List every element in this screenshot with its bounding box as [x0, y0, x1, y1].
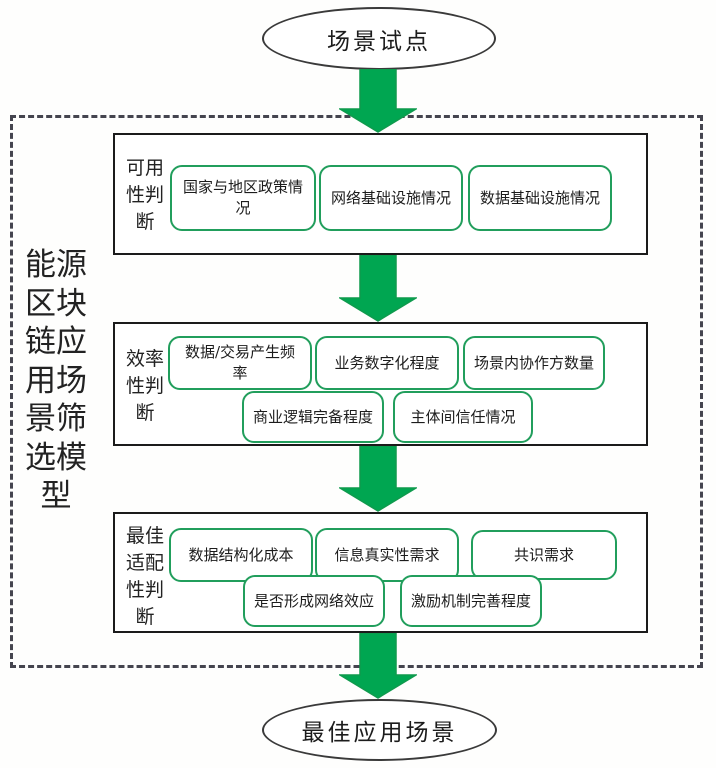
- stage-efficiency-label: 效率性判断: [125, 348, 164, 424]
- factor-chip: 商业逻辑完备程度: [242, 391, 384, 443]
- factor-chip: 网络基础设施情况: [319, 165, 463, 231]
- end-node-label: 最佳应用场景: [301, 720, 458, 746]
- factor-chip: 数据/交易产生频率: [168, 336, 312, 390]
- end-node-ellipse: 最佳应用场景: [262, 699, 497, 761]
- stage-availability-label: 可用性判断: [125, 157, 164, 233]
- stage-best-fit-box: 最佳适配性判断 数据结构化成本 信息真实性需求 共识需求 是否形成网络效应 激励…: [113, 512, 648, 633]
- stage-availability-box: 可用性判断 国家与地区政策情况 网络基础设施情况 数据基础设施情况: [113, 133, 648, 255]
- model-side-title: 能源区块链应用场景筛选模型: [25, 247, 87, 514]
- factor-chip: 主体间信任情况: [393, 391, 533, 443]
- stage-efficiency-box: 效率性判断 数据/交易产生频率 业务数字化程度 场景内协作方数量 商业逻辑完备程…: [113, 322, 648, 446]
- down-arrow: [339, 255, 417, 322]
- factor-chip: 信息真实性需求: [315, 528, 459, 582]
- factor-chip: 场景内协作方数量: [463, 336, 605, 390]
- stage-best-fit-label: 最佳适配性判断: [125, 525, 164, 628]
- start-node-label: 场景试点: [327, 28, 431, 55]
- down-arrow: [339, 446, 417, 512]
- factor-chip: 共识需求: [471, 530, 617, 580]
- factor-chip: 是否形成网络效应: [243, 575, 385, 627]
- factor-chip: 数据结构化成本: [169, 528, 313, 582]
- factor-chip: 业务数字化程度: [315, 336, 459, 390]
- factor-chip: 数据基础设施情况: [468, 165, 612, 231]
- start-node-ellipse: 场景试点: [262, 7, 496, 70]
- down-arrow: [339, 633, 417, 699]
- factor-chip: 国家与地区政策情况: [170, 165, 316, 231]
- down-arrow: [339, 69, 417, 133]
- factor-chip: 激励机制完善程度: [400, 575, 542, 627]
